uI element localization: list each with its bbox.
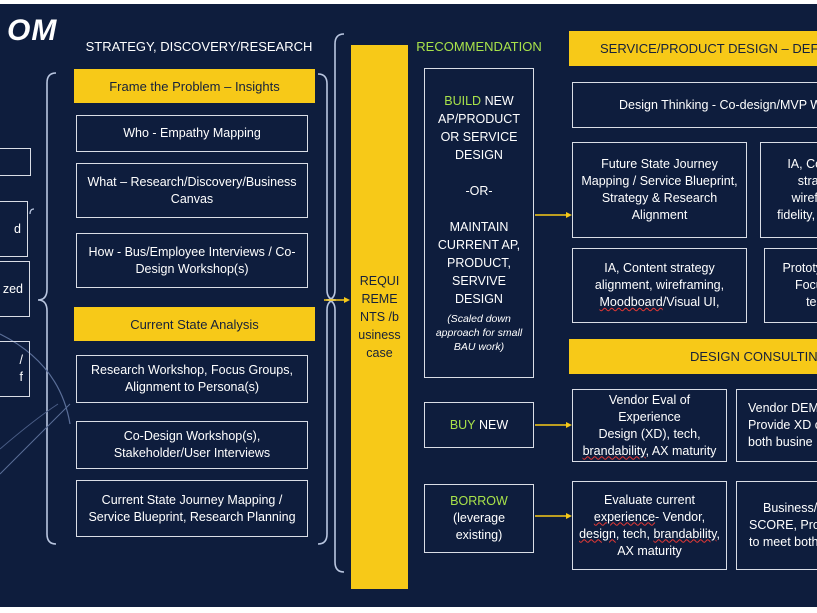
borrow-box: BORROW (leverage existing) [424,484,534,553]
ia-content-line-2: alignment, wireframing, [594,278,725,292]
left-brace [37,72,57,545]
left-partial-text-2: zed [2,281,23,296]
left-partial-text-1: d [14,221,21,236]
build-text: BUILD NEW AP/PRODUCT OR SERVICE DESIGN [429,92,529,164]
brandability-word-1: brandability [582,443,646,458]
scaled-note: (Scaled down approach for small BAU work… [435,313,523,353]
proto-partial-2: Focus [794,278,817,292]
research-workshop-box: Research Workshop, Focus Groups, Alignme… [76,355,308,403]
evaluate-line-2: experience- Vendor, [594,509,705,526]
left-partial-text-3: / [19,353,23,367]
requirements-column: REQUIREMENTS /business case [351,45,408,589]
ia-partial-box: IA, Con strate wirefra fidelity, M [760,142,817,238]
design-thinking-box: Design Thinking - Co-design/MVP Wo [572,82,817,128]
ia-partial-3: wirefra [791,191,817,205]
business-partial-3: to meet both [749,535,817,549]
left-small-brace [29,208,35,215]
service-design-title: SERVICE/PRODUCT DESIGN – DEFINE, CR [600,41,817,56]
decorative-arc-2 [0,403,71,475]
ia-content-box: IA, Content strategy alignment, wirefram… [572,248,747,323]
ia-partial-2: strate [797,174,817,188]
business-partial-2: SCORE, Provi [749,518,817,532]
tech-word: , tech, [615,526,654,541]
borrow-rest: (leverage existing) [452,511,506,542]
borrow-word: BORROW [450,494,508,508]
left-partial-box-4: / f [0,341,30,397]
brandability-word-2: brandability [653,526,717,541]
design-consulting-header: DESIGN CONSULTING [569,339,817,374]
requirements-text: REQUIREMENTS /business case [358,274,401,360]
ia-content-line-3: Moodboard/Visual UI, [600,294,720,311]
buy-new-box: BUY NEW [424,402,534,448]
evaluate-line-4: AX maturity [617,543,682,558]
vendor-demo-partial-3: both busine [748,435,813,449]
service-design-header: SERVICE/PRODUCT DESIGN – DEFINE, CR [569,31,817,66]
maintain-text: MAINTAIN CURRENT AP, PRODUCT, SERVIVE DE… [437,220,521,306]
ia-partial-1: IA, Con [787,157,817,171]
codesign-workshop-box: Co-Design Workshop(s), Stakeholder/User … [76,421,308,469]
vendor-demo-partial-1: Vendor DEMO [748,401,817,415]
vendor-eval-line-1: Vendor Eval of Experience [608,392,691,424]
connectors-layer [0,33,572,573]
proto-partial-3: testi [806,295,817,309]
buy-word: BUY [449,417,476,432]
evaluate-current-box: Evaluate current experience- Vendor, des… [572,481,727,570]
logo-text: OM [7,14,58,47]
how-interviews-box: How - Bus/Employee Interviews / Co-Desig… [76,233,308,288]
business-partial-1: Business/ [763,501,817,515]
build-rest: NEW AP/PRODUCT OR SERVICE DESIGN [438,94,520,162]
current-state-header: Current State Analysis [74,307,315,341]
decorative-arc-3 [0,403,59,450]
prototype-partial-box: Prototyp Focus testi [764,248,817,323]
visual-ui-word: /Visual UI, [662,295,720,309]
frame-problem-header: Frame the Problem – Insights [74,69,315,103]
ia-partial-4: fidelity, M [777,208,817,222]
comma-word: , [716,526,720,541]
evaluate-line-3: design, tech, brandability, [579,526,720,543]
left-partial-text-4: f [19,370,23,384]
current-journey-box: Current State Journey Mapping / Service … [76,480,308,537]
design-thinking-text: Design Thinking - Co-design/MVP Wo [619,97,817,112]
who-empathy-box: Who - Empathy Mapping [76,115,308,152]
left-partial-box-3: zed [0,261,30,317]
vendor-demo-partial-box: Vendor DEMO Provide XD or both busine [736,389,817,462]
left-partial-box-2: d [0,201,28,257]
or-text: -OR- [465,184,493,198]
ax-maturity-word-1: , AX maturity [645,443,717,458]
business-partial-box: Business/ SCORE, Provi to meet both [736,481,817,570]
moodboard-word: Moodboard [599,295,663,309]
vendor-eval-box: Vendor Eval of Experience Design (XD), t… [572,389,727,462]
what-research-box: What – Research/Discovery/Business Canva… [76,163,308,218]
vendor-demo-partial-2: Provide XD or [748,418,817,432]
build-maintain-box: BUILD NEW AP/PRODUCT OR SERVICE DESIGN -… [424,68,534,378]
design-word: design [579,526,616,541]
ia-content-line-1: IA, Content strategy [604,261,715,275]
recommendation-title: RECOMMENDATION [416,38,542,54]
vendor-eval-line-3: brandability, AX maturity [583,443,717,460]
design-consulting-title: DESIGN CONSULTING [690,349,817,364]
diagram-canvas: OM d zed / f STRATEGY, DISCOVERY/RESEARC… [0,4,817,607]
vendor-word: - Vendor, [655,509,706,524]
experience-word: experience [593,509,656,524]
discovery-brace [317,73,337,545]
future-state-box: Future State Journey Mapping / Service B… [572,142,747,238]
buy-rest: NEW [479,417,509,432]
proto-partial-1: Prototyp [782,261,817,275]
vendor-eval-line-2: Design (XD), tech, [598,426,701,441]
build-word: BUILD [444,94,482,108]
evaluate-line-1: Evaluate current [603,492,696,507]
discovery-title: STRATEGY, DISCOVERY/RESEARCH [85,38,313,54]
left-partial-box-1 [0,148,31,176]
